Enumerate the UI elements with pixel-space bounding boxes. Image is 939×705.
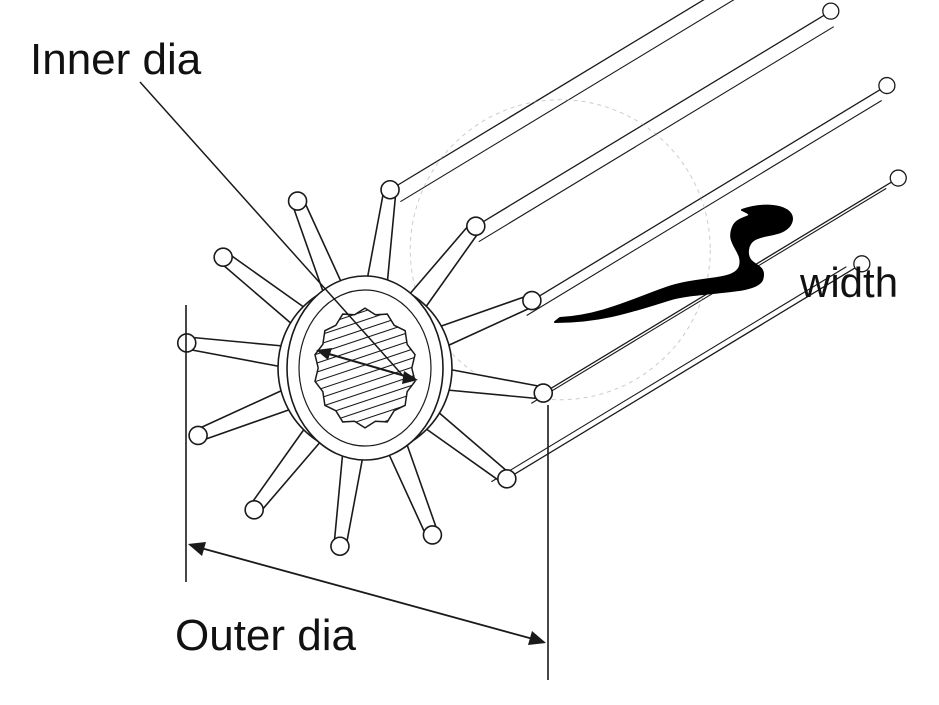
blade-tip [522, 290, 542, 311]
blade-back-tip [822, 2, 840, 20]
bore-hatching [314, 308, 416, 428]
blade-back-edge [400, 0, 735, 203]
hatch-line [314, 308, 416, 342]
width-label: width [800, 259, 899, 306]
blade [333, 449, 365, 548]
blade [195, 389, 292, 442]
hatch-line [314, 361, 416, 423]
blade-tip [213, 247, 233, 267]
blade [185, 336, 284, 368]
blade-back-tip [889, 169, 907, 187]
outer-dia-label: Outer dia [175, 611, 356, 660]
blade [248, 427, 323, 515]
outer-dia-dimension-line [189, 544, 545, 643]
outer-dia-arrowhead [188, 542, 206, 556]
inner-dia-label: Inner dia [30, 35, 202, 84]
blade-back-edge [506, 263, 863, 480]
hatch-line [314, 308, 416, 351]
width-brace [554, 204, 793, 323]
impeller-blades [176, 0, 907, 557]
blade-tip [422, 525, 443, 545]
inner-dia-arrowhead [402, 371, 418, 384]
blade-tip [380, 179, 400, 200]
blade-back-edge [531, 187, 887, 404]
blade-back-edge [531, 85, 888, 302]
blade-tip [330, 536, 350, 557]
inner-dia-leader [139, 81, 406, 379]
hatch-line [314, 379, 416, 428]
blade [446, 368, 545, 400]
impeller-hub [277, 275, 453, 461]
hatch-line [314, 316, 416, 378]
inner-dia-arrowhead [316, 348, 332, 360]
blade [365, 188, 397, 287]
hidden-cylinder-guide [409, 99, 711, 401]
blade [218, 251, 306, 326]
spline-bore [314, 307, 416, 429]
hatch-line [314, 352, 416, 414]
blade-back-edge [491, 266, 847, 483]
outer-dia-arrowhead [528, 631, 546, 645]
width-bracket [554, 204, 793, 323]
hatch-line [314, 370, 416, 428]
blade-tip [533, 383, 554, 403]
hatch-line [314, 343, 416, 405]
hatch-line [314, 388, 416, 428]
hatch-line [314, 325, 416, 387]
blade-tip [497, 469, 517, 489]
blade-back-tip [853, 255, 871, 273]
blade-tip [244, 500, 264, 520]
hub-ring-inner [298, 289, 432, 447]
hatch-line [314, 308, 416, 360]
blade [407, 221, 482, 309]
blade-back-tip [878, 76, 896, 95]
hatch-line [314, 308, 416, 369]
blade-tip [466, 216, 486, 236]
blade [424, 410, 512, 485]
dimension-lines [139, 81, 549, 680]
blade-back-edge [475, 10, 832, 227]
blade-tip [188, 425, 208, 446]
blade-tip [287, 191, 308, 211]
blade [438, 294, 535, 347]
inner-dia-arrow-line [321, 351, 413, 379]
blade [386, 441, 439, 538]
blade-back-edge [389, 0, 705, 191]
